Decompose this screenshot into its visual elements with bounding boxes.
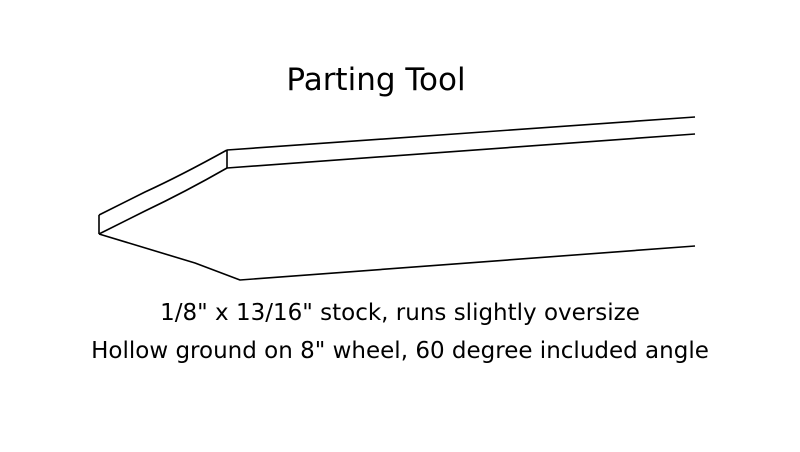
caption-grind: Hollow ground on 8" wheel, 60 degree inc…	[91, 338, 709, 364]
face-edge	[226, 133, 696, 169]
lower-bevel	[98, 167, 228, 235]
upper-bevel	[98, 149, 228, 216]
caption-stock: 1/8" x 13/16" stock, runs slightly overs…	[160, 300, 640, 326]
diagram-title: Parting Tool	[286, 62, 466, 98]
top-edge	[226, 116, 696, 151]
bottom-edge	[98, 233, 696, 281]
